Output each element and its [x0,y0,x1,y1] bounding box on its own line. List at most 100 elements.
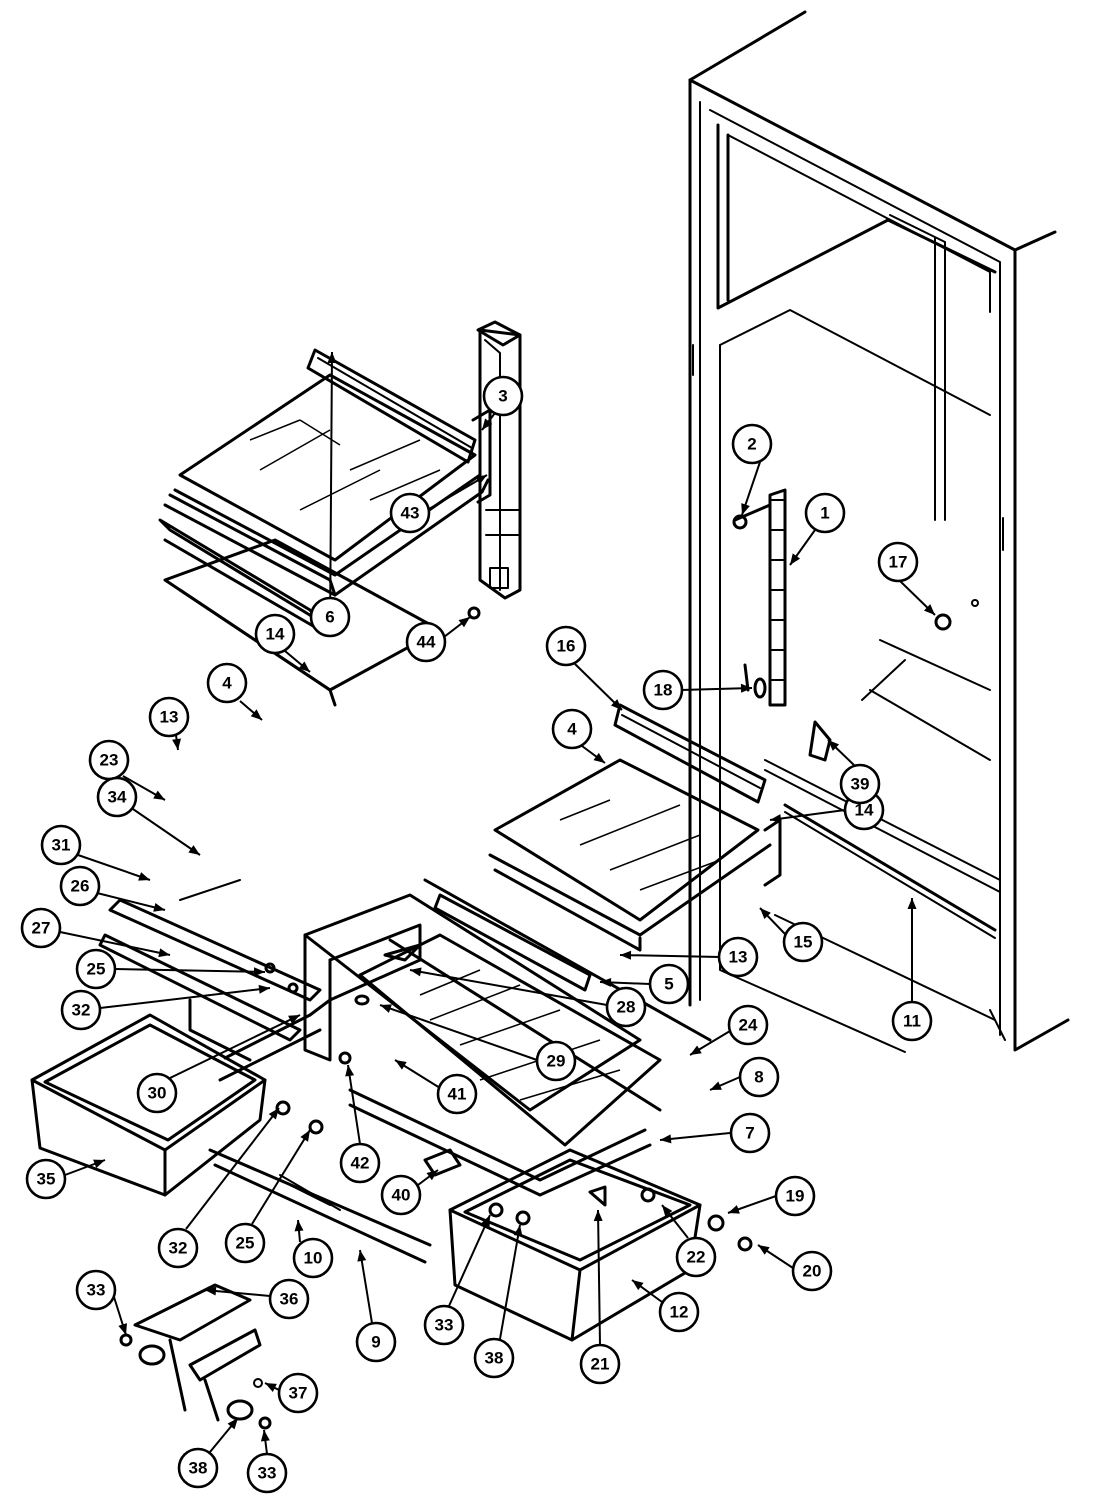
svg-text:4: 4 [222,674,232,693]
leader-arrowhead [620,950,632,960]
cover-support-bracket [119,1283,272,1430]
svg-text:33: 33 [87,1281,106,1300]
callout-30: 30 [136,1072,178,1114]
callout-11: 11 [891,1000,933,1042]
callout-37: 37 [277,1372,319,1414]
svg-text:25: 25 [236,1234,255,1253]
callout-6: 6 [309,596,351,638]
leader-line [99,987,271,1009]
svg-text:12: 12 [670,1303,689,1322]
leader-arrowhead [93,1159,105,1169]
leader-arrowhead [790,553,801,565]
svg-text:39: 39 [851,775,870,794]
leader-arrowhead [172,738,182,750]
svg-text:7: 7 [745,1124,754,1143]
leader-arrowhead [923,604,935,615]
callout-18: 18 [642,669,684,711]
callout-44: 44 [405,621,447,663]
svg-text:16: 16 [557,637,576,656]
leader-line [185,1107,280,1230]
leader-arrowhead [380,1004,392,1013]
right-shelf-assembly [433,703,782,992]
leader-arrowhead [258,984,270,994]
callout-33: 33 [423,1304,465,1346]
svg-text:43: 43 [401,504,420,523]
leader-arrowhead [660,1134,672,1144]
leader-arrowhead [662,1205,673,1217]
leader-line [448,1214,491,1307]
callout-14: 14 [254,613,296,655]
leader-arrowhead [690,1045,702,1055]
svg-text:13: 13 [729,948,748,967]
leader-line [169,1014,301,1079]
svg-text:31: 31 [52,836,71,855]
leader-arrowhead [632,1280,644,1291]
svg-text:24: 24 [739,1016,758,1035]
leader-arrowhead [600,977,612,987]
callout-4: 4 [551,708,593,750]
svg-text:44: 44 [417,633,436,652]
callout-23: 23 [88,739,130,781]
svg-text:28: 28 [617,998,636,1017]
callout-38: 38 [177,1447,219,1489]
callout-34: 34 [96,776,138,818]
lower-rails [208,1148,432,1264]
callout-19: 19 [774,1175,816,1217]
callout-27: 27 [20,907,62,949]
svg-text:18: 18 [654,681,673,700]
leader-line [114,968,266,973]
callout-33: 33 [246,1452,288,1494]
callout-36: 36 [268,1278,310,1320]
leader-line [499,1224,521,1340]
svg-text:8: 8 [754,1068,763,1087]
callout-13: 13 [717,936,759,978]
leader-arrowhead [327,352,337,364]
leader-line [59,931,171,956]
svg-text:33: 33 [435,1316,454,1335]
leader-arrowhead [300,1130,310,1142]
callout-10: 10 [292,1237,334,1279]
leader-arrowhead [118,1323,127,1335]
svg-text:36: 36 [280,1290,299,1309]
svg-text:38: 38 [485,1349,504,1368]
leader-line [251,1129,311,1225]
callout-7: 7 [729,1112,771,1154]
svg-text:1: 1 [820,504,829,523]
leader-arrowhead [610,699,622,710]
leader-arrowhead [345,1065,355,1077]
leader-lines [59,351,936,1455]
callout-33: 33 [75,1269,117,1311]
leader-arrowhead [288,1015,300,1024]
leader-arrowhead [205,1286,217,1296]
leader-arrowhead [250,709,262,720]
callout-38: 38 [473,1337,515,1379]
leader-line [77,854,151,881]
svg-text:9: 9 [371,1333,380,1352]
leader-arrowhead [138,872,150,881]
air-duct [467,320,522,620]
svg-text:21: 21 [591,1355,610,1374]
left-shelf-assembly [98,348,492,1042]
leader-arrowhead [268,1108,279,1120]
leader-arrowhead [513,1225,523,1237]
callout-41: 41 [436,1073,478,1115]
crisper-cover-assembly [303,878,712,1197]
callout-1: 1 [804,492,846,534]
svg-text:5: 5 [664,975,673,994]
leader-arrowhead [710,1081,722,1090]
svg-text:37: 37 [289,1384,308,1403]
callout-40: 40 [380,1174,422,1216]
shelf-track [732,488,787,707]
leader-arrowhead [907,898,917,909]
callout-12: 12 [658,1291,700,1333]
leader-line [347,1064,361,1145]
leader-arrowhead [294,1220,304,1232]
callout-29: 29 [535,1040,577,1082]
callout-28: 28 [605,986,647,1028]
callout-16: 16 [545,625,587,667]
leader-line [409,969,608,1006]
svg-text:30: 30 [148,1084,167,1103]
leader-arrowhead [153,902,165,912]
